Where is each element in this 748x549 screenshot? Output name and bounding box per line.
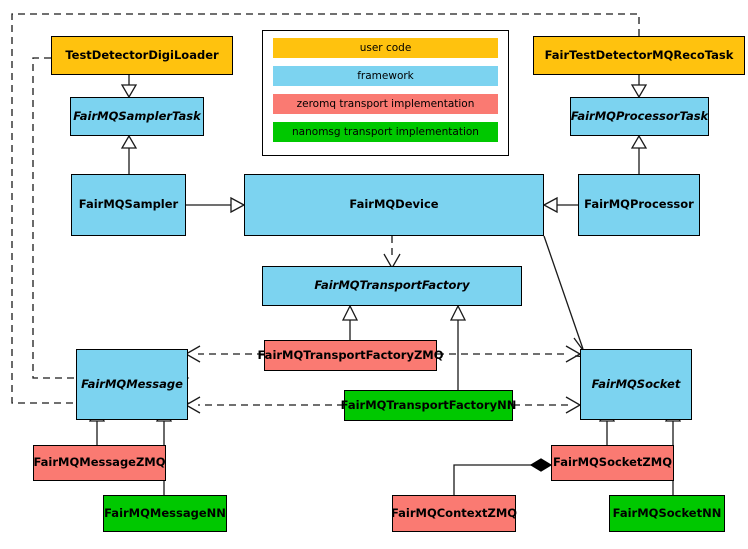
node-label: FairMQMessageNN	[104, 505, 226, 520]
legend-label: nanomsg transport implementation	[292, 126, 479, 138]
node-label: FairMQTransportFactoryNN	[340, 397, 517, 412]
legend-label: user code	[359, 42, 412, 54]
node-label: FairMQSamplerTask	[73, 108, 201, 123]
node-label: FairMQContextZMQ	[390, 505, 518, 520]
node-label: FairMQSocketNN	[612, 505, 722, 520]
node-fairmq-socket-zmq[interactable]: FairMQSocketZMQ	[551, 445, 674, 481]
node-fairmq-device[interactable]: FairMQDevice	[244, 174, 544, 236]
node-fairmq-processor-task[interactable]: FairMQProcessorTask	[570, 97, 709, 136]
legend-item-zeromq-transport: zeromq transport implementation	[273, 94, 498, 114]
legend-label: zeromq transport implementation	[296, 98, 475, 110]
node-test-detector-digi-loader[interactable]: TestDetectorDigiLoader	[51, 36, 233, 75]
node-fairmq-message-nn[interactable]: FairMQMessageNN	[103, 495, 227, 532]
node-label: FairMQSampler	[78, 197, 179, 212]
legend-label: framework	[357, 70, 414, 82]
node-label: FairMQTransportFactory	[314, 278, 470, 293]
node-fairmq-processor[interactable]: FairMQProcessor	[578, 174, 700, 236]
node-fairmq-message-zmq[interactable]: FairMQMessageZMQ	[33, 445, 166, 481]
node-label: FairMQProcessorTask	[570, 108, 709, 123]
node-label: FairMQTransportFactoryZMQ	[257, 347, 444, 362]
node-label: TestDetectorDigiLoader	[65, 47, 219, 62]
node-label: FairMQDevice	[349, 197, 439, 212]
node-fairmq-sampler-task[interactable]: FairMQSamplerTask	[70, 97, 204, 136]
legend-item-nanomsg-transport: nanomsg transport implementation	[273, 122, 498, 142]
legend-item-framework: framework	[273, 66, 498, 86]
node-fair-test-detector-mq-reco-task[interactable]: FairTestDetectorMQRecoTask	[533, 36, 745, 75]
node-label: FairMQSocket	[591, 376, 681, 391]
node-label: FairTestDetectorMQRecoTask	[544, 47, 734, 62]
node-fairmq-transport-factory[interactable]: FairMQTransportFactory	[262, 266, 522, 306]
node-fairmq-socket-nn[interactable]: FairMQSocketNN	[609, 495, 725, 532]
node-fairmq-socket[interactable]: FairMQSocket	[580, 349, 692, 420]
legend-item-user-code: user code	[273, 38, 498, 58]
node-fairmq-transport-factory-nn[interactable]: FairMQTransportFactoryNN	[341, 390, 516, 421]
node-fairmq-sampler[interactable]: FairMQSampler	[71, 174, 186, 236]
node-fairmq-transport-factory-zmq[interactable]: FairMQTransportFactoryZMQ	[258, 340, 444, 371]
node-fairmq-message[interactable]: FairMQMessage	[76, 349, 188, 420]
node-fairmq-context-zmq[interactable]: FairMQContextZMQ	[390, 495, 518, 532]
node-label: FairMQMessageZMQ	[33, 455, 166, 470]
node-label: FairMQMessage	[81, 376, 183, 391]
color-legend: user code framework zeromq transport imp…	[262, 30, 509, 156]
node-label: FairMQSocketZMQ	[553, 455, 672, 470]
node-label: FairMQProcessor	[584, 197, 694, 212]
